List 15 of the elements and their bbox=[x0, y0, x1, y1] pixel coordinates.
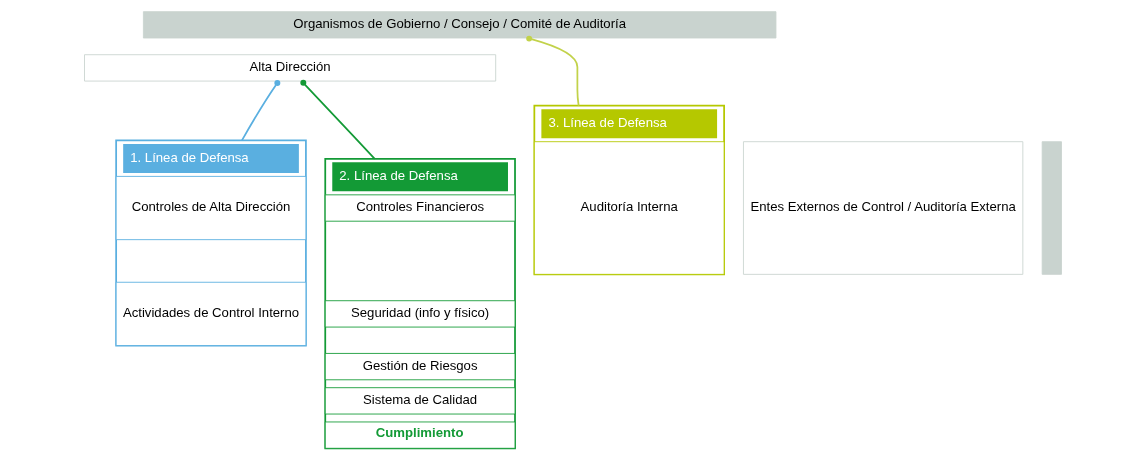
node-box: Organismos de Gobierno / Consejo / Comité de Auditoría bbox=[142, 11, 776, 39]
node-box: Controles de Alta Dirección bbox=[115, 175, 306, 241]
connector bbox=[299, 79, 376, 160]
node-box bbox=[1041, 141, 1062, 275]
node-box: Auditoría Interna bbox=[533, 141, 725, 275]
connector bbox=[525, 35, 579, 107]
node-box: Alta Dirección bbox=[83, 54, 496, 82]
node-box: Controles Financieros bbox=[324, 194, 515, 222]
node-box: Gestión de Riesgos bbox=[324, 353, 515, 381]
node-box: Actividades de Control Interno bbox=[115, 281, 306, 346]
node-box: Seguridad (info y físico) bbox=[324, 300, 515, 328]
node-box: Cumplimiento bbox=[324, 421, 515, 449]
node-box: Sistema de Calidad bbox=[324, 387, 515, 415]
connector bbox=[240, 80, 280, 142]
node-box: Entes Externos de Control / Auditoría Externa bbox=[742, 141, 1023, 275]
